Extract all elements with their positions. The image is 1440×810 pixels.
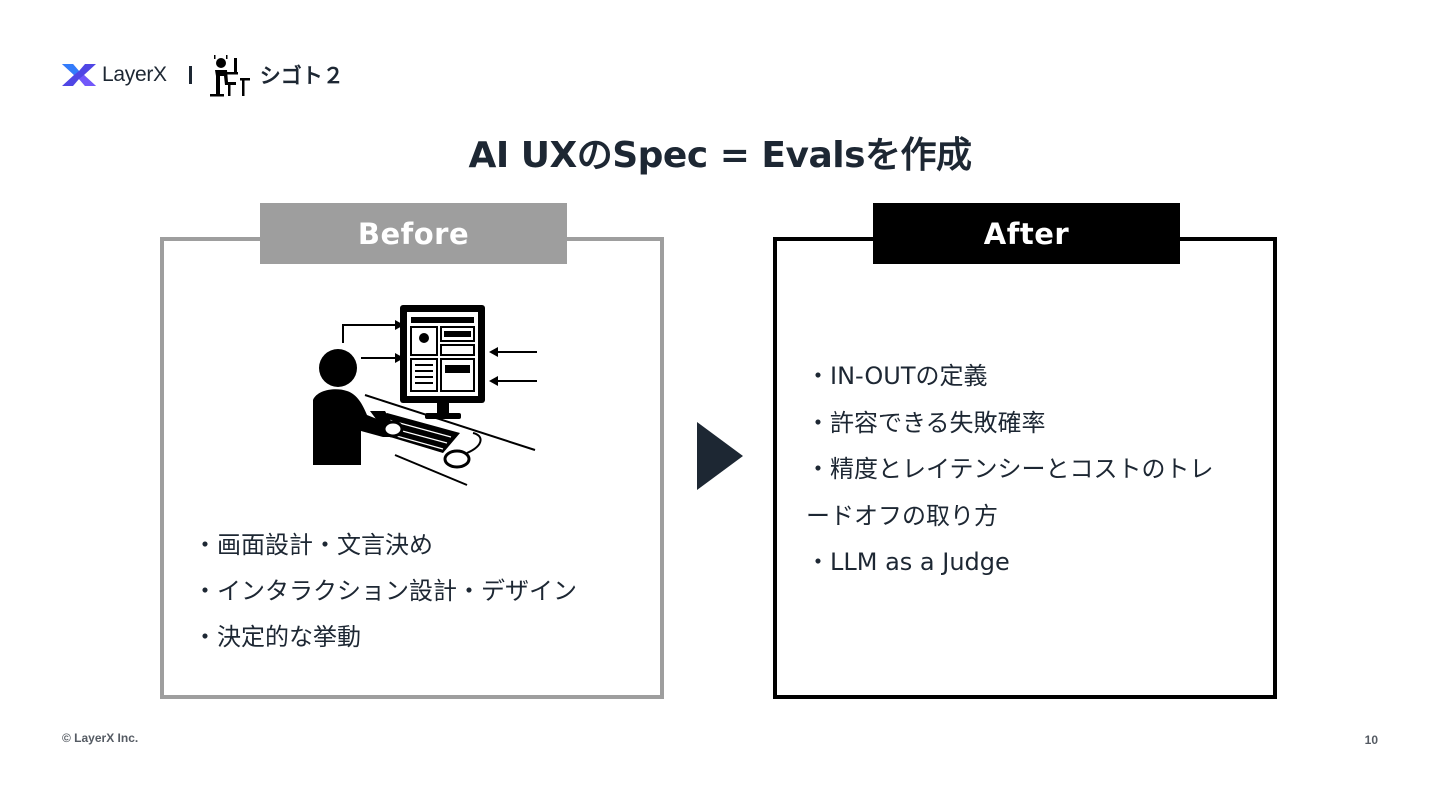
brand-name: LayerX bbox=[102, 63, 167, 87]
before-tab-label: Before bbox=[260, 203, 567, 264]
brand-subtitle: シゴト２ bbox=[260, 60, 344, 90]
list-item: ・LLM as a Judge bbox=[806, 539, 1236, 586]
list-item: ・インタラクション設計・デザイン bbox=[193, 572, 633, 618]
after-list: ・IN-OUTの定義 ・許容できる失敗確率 ・精度とレイテンシーとコストのトレー… bbox=[806, 353, 1236, 586]
play-arrow-icon bbox=[697, 422, 743, 490]
list-item: ・IN-OUTの定義 bbox=[806, 353, 1236, 400]
list-item: ・精度とレイテンシーとコストのトレードオフの取り方 bbox=[806, 446, 1236, 539]
person-at-desk-icon bbox=[206, 52, 252, 98]
brand-separator bbox=[189, 66, 192, 84]
before-list: ・画面設計・文言決め ・インタラクション設計・デザイン ・決定的な挙動 bbox=[193, 526, 633, 664]
slide-title: AI UXのSpec = Evalsを作成 bbox=[0, 126, 1440, 178]
header-brand: LayerX シゴト２ bbox=[62, 52, 344, 98]
copyright-text: © LayerX Inc. bbox=[62, 731, 138, 745]
after-tab-label: After bbox=[873, 203, 1180, 264]
list-item: ・画面設計・文言決め bbox=[193, 526, 633, 572]
layerx-logo-icon bbox=[62, 60, 96, 90]
person-at-computer-illustration bbox=[295, 295, 545, 495]
page-number: 10 bbox=[1365, 733, 1378, 747]
list-item: ・決定的な挙動 bbox=[193, 618, 633, 664]
list-item: ・許容できる失敗確率 bbox=[806, 400, 1236, 447]
